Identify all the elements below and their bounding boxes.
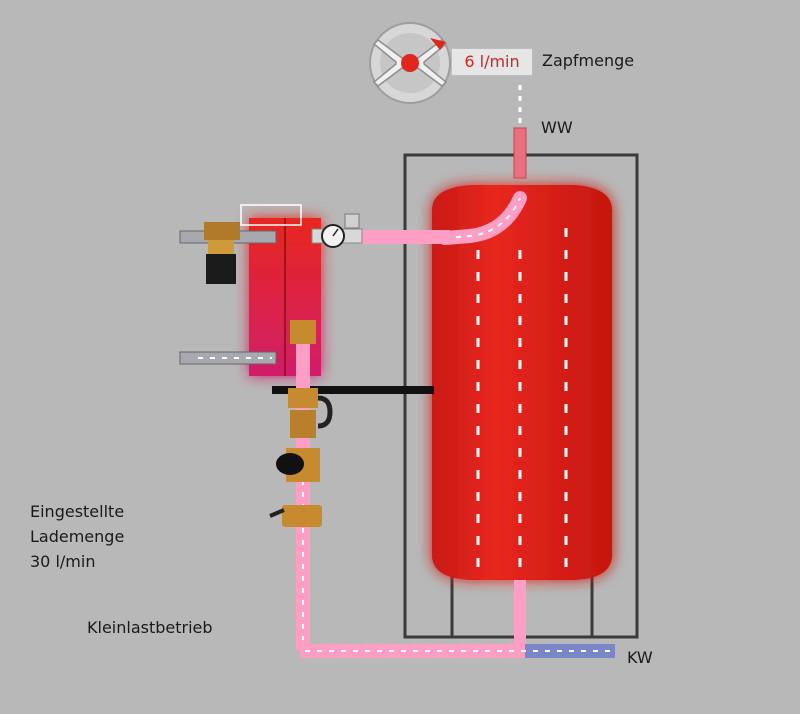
loading-pipe — [296, 330, 310, 650]
stratification-dot — [564, 272, 568, 281]
stratification-dot — [518, 448, 522, 457]
stratification-dot — [476, 294, 480, 303]
stratification-dot — [564, 536, 568, 545]
primary-valve — [204, 222, 240, 284]
pressure-gauge-icon — [311, 213, 363, 248]
stratification-dot — [518, 316, 522, 325]
stratification-dot — [518, 536, 522, 545]
stratification-dot — [564, 448, 568, 457]
stratification-dot — [476, 448, 480, 457]
stratification-dot — [476, 316, 480, 325]
stratification-dot — [564, 514, 568, 523]
stratification-dot — [564, 382, 568, 391]
stratification-dot — [476, 492, 480, 501]
stratification-dot — [518, 558, 522, 567]
stratification-dot — [518, 272, 522, 281]
stratification-dot — [518, 338, 522, 347]
stratification-markers — [262, 228, 568, 567]
stratification-dot — [518, 426, 522, 435]
stratification-dot — [518, 514, 522, 523]
stratification-dot — [476, 382, 480, 391]
stratification-dot — [476, 514, 480, 523]
stratification-dot — [476, 470, 480, 479]
stratification-dot — [518, 294, 522, 303]
stratification-dot — [564, 470, 568, 479]
tap-valve-icon — [369, 22, 451, 104]
cold-water-inlet-label: KW — [627, 648, 653, 667]
hot-water-pipe — [360, 85, 527, 245]
storage-tank — [432, 185, 612, 580]
flow-rate-label: Zapfmenge — [542, 51, 635, 70]
stratification-dot — [564, 338, 568, 347]
hot-water-outlet-label: WW — [541, 118, 573, 137]
stratification-dot — [476, 272, 480, 281]
stratification-dot — [564, 492, 568, 501]
stratification-dot — [564, 426, 568, 435]
cold-water-pipe — [300, 580, 615, 658]
stratification-dot — [564, 294, 568, 303]
stratification-dot — [564, 360, 568, 369]
fittings — [288, 320, 333, 438]
setting-line-3: 30 l/min — [30, 552, 96, 571]
stratification-dot — [564, 404, 568, 413]
stratification-dot — [476, 338, 480, 347]
circulation-pump-icon — [276, 448, 320, 482]
flow-rate-value: 6 l/min — [451, 48, 533, 76]
stratification-dot — [476, 250, 480, 259]
stratification-dot — [518, 470, 522, 479]
setting-line-1: Eingestellte — [30, 502, 125, 521]
stratification-dot — [476, 426, 480, 435]
stratification-dot — [476, 404, 480, 413]
stratification-dot — [564, 228, 568, 237]
stratification-dot — [476, 558, 480, 567]
stratification-dot — [476, 536, 480, 545]
shutoff-valve-icon — [269, 505, 322, 527]
stratification-dot — [564, 316, 568, 325]
operating-mode-label: Kleinlastbetrieb — [87, 618, 213, 637]
stratification-dot — [518, 360, 522, 369]
stratification-dot — [518, 404, 522, 413]
stratification-dot — [476, 360, 480, 369]
setting-line-2: Lademenge — [30, 527, 125, 546]
stratification-dot — [518, 382, 522, 391]
stratification-dot — [564, 250, 568, 259]
stratification-dot — [518, 492, 522, 501]
connector-bar — [272, 386, 434, 394]
stratification-dot — [564, 558, 568, 567]
stratification-dot — [518, 250, 522, 259]
